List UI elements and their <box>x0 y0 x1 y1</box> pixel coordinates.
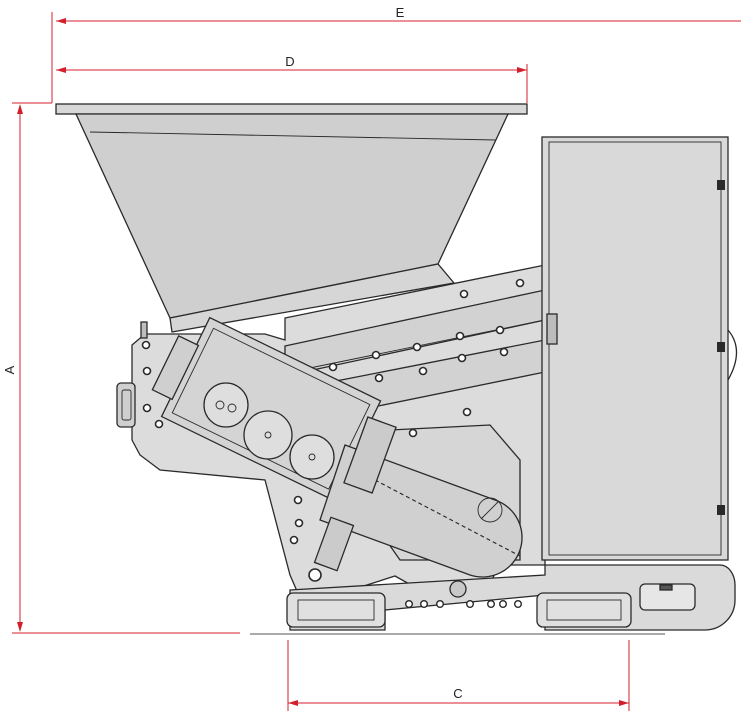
gearbox-gears <box>203 382 335 480</box>
dimension-a-label: A <box>2 365 17 374</box>
dimension-d-label: D <box>285 54 294 69</box>
dimension-c-label: C <box>453 686 462 701</box>
dimension-e: E <box>51 5 741 103</box>
rotor-housing <box>313 416 523 578</box>
dimension-c: C <box>287 640 630 711</box>
dimension-a: A <box>2 102 240 634</box>
hopper <box>55 103 528 333</box>
base-frame <box>286 564 736 631</box>
control-cabinet <box>541 136 738 561</box>
dimension-d: D <box>56 54 528 103</box>
dimension-e-label: E <box>396 5 405 20</box>
